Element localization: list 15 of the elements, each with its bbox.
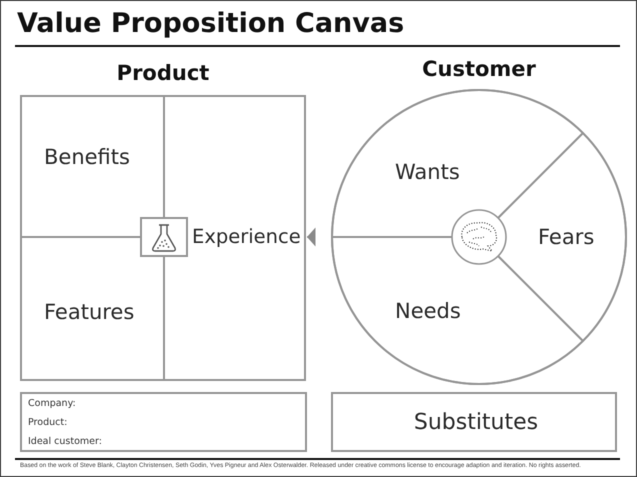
segment-label: Wants xyxy=(395,159,460,185)
substitutes-panel xyxy=(331,392,617,452)
section-label: Substitutes xyxy=(412,410,540,436)
segment-label: Fears xyxy=(538,224,594,250)
field-label: Product: xyxy=(28,417,68,429)
field-label: Company: xyxy=(28,398,76,410)
title: Value Proposition Canvas xyxy=(17,8,404,40)
section-heading: Customer xyxy=(421,56,537,82)
section-label: Benefits xyxy=(44,144,130,170)
section-heading: Product xyxy=(116,60,210,86)
section-label: Experience xyxy=(192,224,301,250)
info-panel xyxy=(20,392,307,452)
segment-label: Needs xyxy=(395,298,461,324)
field-label: Ideal customer: xyxy=(28,436,102,448)
section-label: Features xyxy=(44,299,134,325)
